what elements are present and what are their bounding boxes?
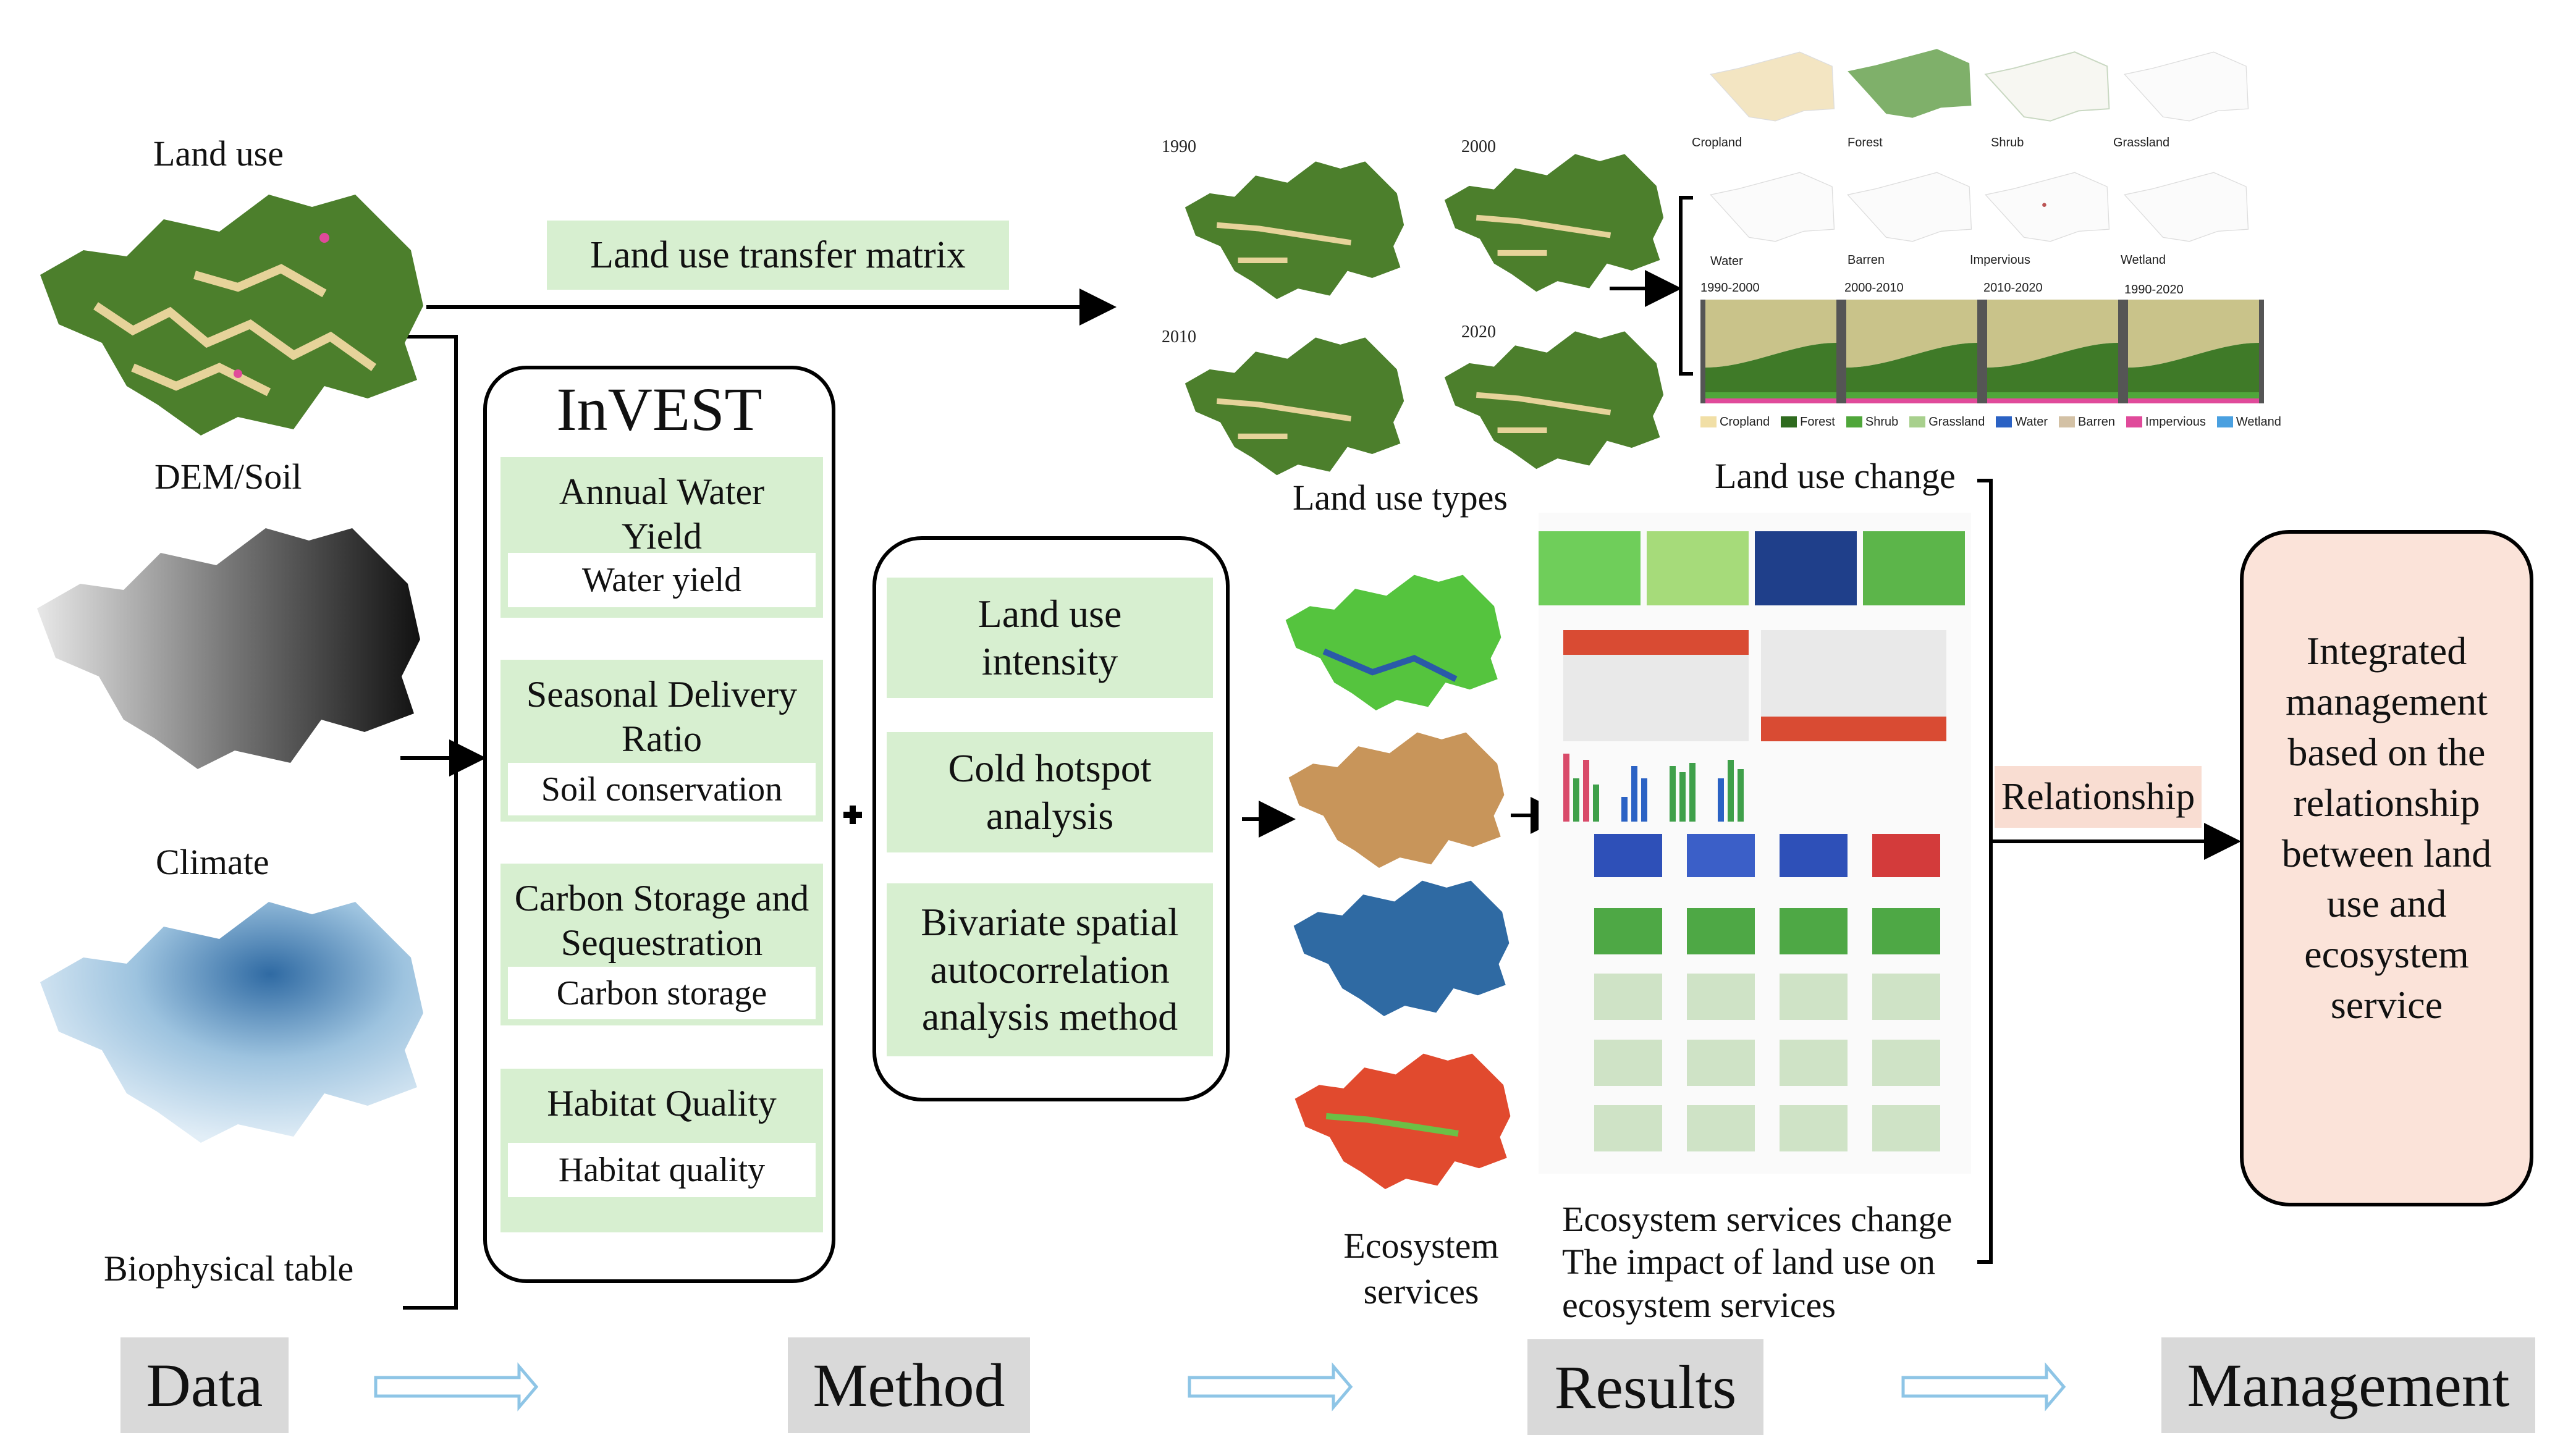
land-use-map-2010 [1185,337,1404,476]
land-use-types-label: Land use types [1293,478,1508,518]
es-maps-row [1539,513,1971,612]
relationship-label: Relationship [1995,766,2202,828]
legend-item: Grassland [1909,415,1985,429]
period-2: 2000-2010 [1844,281,1904,295]
cropland-map [1710,51,1835,122]
model-name: Carbon Storage and Sequestration [514,878,809,963]
stage-management: Management [2161,1337,2535,1433]
period-1: 1990-2000 [1700,281,1760,295]
year-2020: 2020 [1461,322,1496,342]
ecosystem-services-label: Ecosystem services [1343,1226,1499,1312]
model-name: Annual Water Yield [559,471,765,557]
model-output-2: Soil conservation [508,763,816,815]
land-use-map-1990 [1185,161,1404,300]
forest-map [1848,49,1972,118]
invest-title: InVEST [556,375,762,444]
legend-item: Impervious [2126,415,2206,429]
sankey-diagram [1700,300,2264,403]
soil-conservation-map [1288,732,1505,868]
class-label-impervious: Impervious [1970,253,2030,267]
legend-item: Shrub [1846,415,1898,429]
stage-method: Method [788,1337,1030,1433]
bivariate-map-b [1761,630,1946,741]
habitat-quality-map [1294,1053,1511,1189]
class-label-cropland: Cropland [1692,136,1742,149]
land-use-map-2000 [1444,154,1664,292]
class-label-barren: Barren [1848,253,1885,267]
climate-map [40,902,423,1143]
water-yield-map [1285,574,1501,710]
method-cold-hotspot: Cold hotspot analysis [887,732,1213,852]
year-2000: 2000 [1461,137,1496,156]
class-label-wetland: Wetland [2121,253,2166,267]
class-label-grassland: Grassland [2113,136,2170,149]
stage-results: Results [1527,1339,1763,1435]
sankey-legend: Cropland Forest Shrub Grassland Water Ba… [1700,413,2281,431]
grassland-map [2124,51,2249,122]
es-change-label: Ecosystem services change [1562,1199,1953,1239]
management-box: Integrated management based on the relat… [2240,530,2533,1206]
impact-label: The impact of land use on ecosystem serv… [1562,1242,1935,1325]
legend-item: Barren [2059,415,2115,429]
wetland-map [2124,172,2249,242]
year-2010: 2010 [1162,327,1196,347]
model-name: Seasonal Delivery Ratio [526,674,798,759]
barren-map [1847,172,1972,242]
dem-soil-map [37,528,420,769]
biophysical-table-label: Biophysical table [104,1248,354,1289]
es-bar-panel [1563,735,1959,822]
bivariate-map-a [1563,630,1749,741]
year-1990: 1990 [1162,137,1196,156]
dem-soil-label: DEM/Soil [154,457,302,497]
method-box [872,536,1230,1101]
legend-item: Water [1996,415,2048,429]
model-output-1: Water yield [508,553,816,607]
land-use-transfer-matrix: Land use transfer matrix [547,221,1009,290]
class-label-shrub: Shrub [1991,136,2024,149]
impervious-map [1985,172,2110,242]
legend-item: Forest [1781,415,1835,429]
water-map [1710,172,1835,242]
model-name: Habitat Quality [547,1083,777,1124]
model-output-4: Habitat quality [508,1143,816,1197]
period-4: 1990-2020 [2124,283,2184,297]
class-label-forest: Forest [1848,136,1883,149]
land-use-map [40,195,423,436]
model-output-3: Carbon storage [508,967,816,1019]
carbon-storage-map [1293,880,1510,1016]
shrub-map [1984,51,2110,122]
class-label-water: Water [1710,255,1743,268]
method-land-use-intensity: Land use intensity [887,578,1213,698]
legend-item: Wetland [2216,415,2281,429]
cold-hotspot-row [1594,834,1965,883]
period-3: 2010-2020 [1983,281,2043,295]
legend-item: Cropland [1700,415,1770,429]
land-use-label: Land use [153,133,284,174]
climate-label: Climate [156,842,269,882]
invest-box [483,366,835,1283]
land-use-change-label: Land use change [1715,456,1956,496]
land-use-map-2020 [1444,331,1664,469]
lisa-grid [1594,908,1965,1155]
method-bivariate: Bivariate spatial autocorrelation analys… [887,883,1213,1056]
es-results-panel [1539,513,1971,1174]
stage-data: Data [120,1337,289,1433]
class-maps-panel [1702,34,2506,269]
